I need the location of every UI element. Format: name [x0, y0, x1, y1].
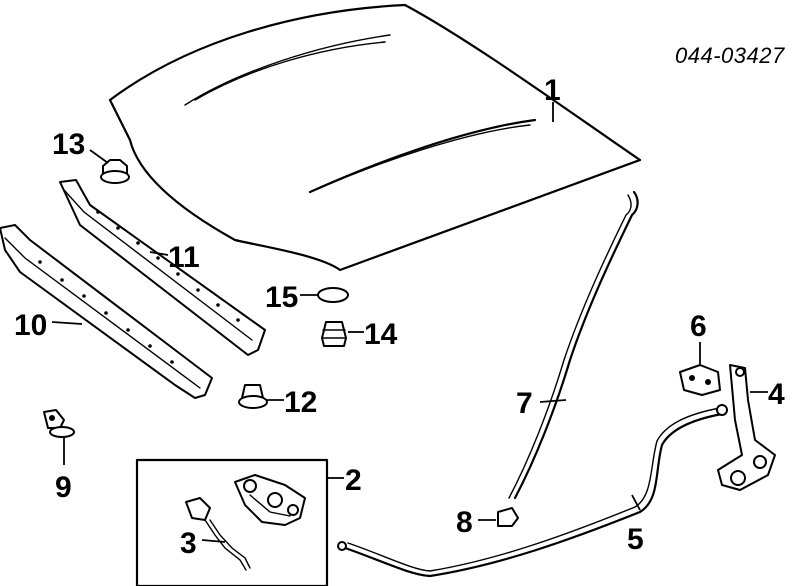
clip-9-icon: [43, 409, 75, 438]
callout-12: 12: [284, 386, 317, 419]
callout-11: 11: [168, 241, 200, 274]
hood-panel: [108, 3, 642, 272]
callout-7: 7: [516, 387, 533, 420]
callout-4: 4: [768, 378, 785, 411]
callout-2: 2: [345, 464, 362, 497]
callout-13: 13: [52, 128, 85, 161]
release-cable-5: [337, 404, 728, 578]
rod-holder-8-icon: [497, 507, 519, 527]
lock-cable-end-icon: [185, 497, 251, 571]
bracket-6-icon: [679, 364, 721, 396]
clip-12-icon: [238, 384, 268, 409]
hood-lock-icon: [234, 474, 306, 526]
leader-7: [539, 399, 567, 403]
leader-3: [201, 539, 226, 543]
part-number: 044-03427: [675, 43, 785, 68]
callout-15: 15: [265, 281, 298, 314]
seal-strip-10: [0, 224, 213, 399]
bumper-13-icon: [100, 159, 130, 184]
callout-9: 9: [55, 471, 72, 504]
lock-assembly-frame: [135, 458, 329, 586]
leader-10: [51, 321, 83, 325]
hinge-4-icon: [717, 364, 776, 491]
leader-13: [89, 149, 109, 164]
callout-5: 5: [627, 523, 644, 556]
pad-15-icon: [317, 287, 349, 303]
callout-10: 10: [14, 309, 47, 342]
leader-5: [631, 494, 641, 511]
leader-11: [149, 251, 169, 256]
callout-14: 14: [364, 318, 398, 351]
bumper-14-icon: [321, 321, 347, 347]
callout-8: 8: [456, 506, 473, 539]
callout-3: 3: [180, 527, 197, 560]
callout-6: 6: [690, 310, 707, 343]
callout-1: 1: [544, 74, 561, 107]
seal-strip-11: [59, 179, 266, 356]
support-rod-7: [508, 190, 639, 500]
